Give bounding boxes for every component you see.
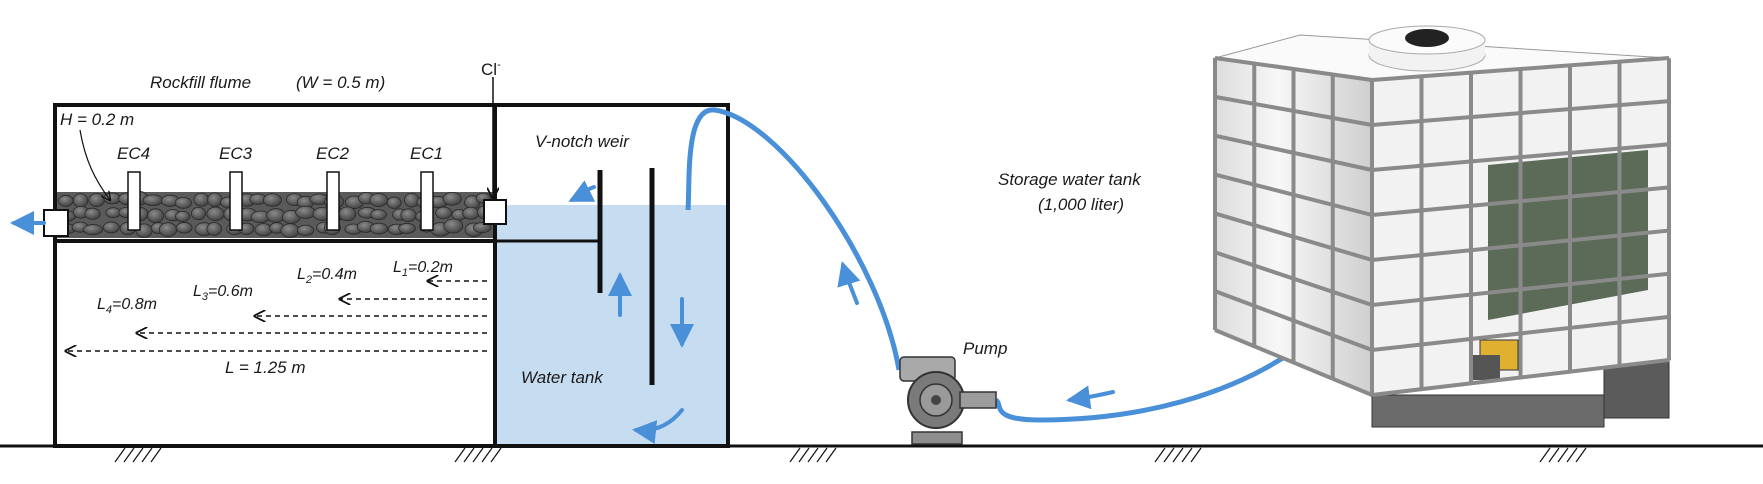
- rock: [435, 206, 453, 220]
- rock: [206, 206, 225, 222]
- ec-sensor-label: EC3: [219, 144, 253, 163]
- riser-up-arrow: [837, 261, 861, 305]
- water-tank-label: Water tank: [521, 368, 604, 387]
- tank-bottom-arrow: [632, 408, 684, 445]
- ec-sensor-label: EC2: [316, 144, 350, 163]
- delivery-pipe: [685, 107, 902, 371]
- rock: [174, 197, 193, 209]
- height-label: H = 0.2 m: [60, 110, 134, 129]
- weir-overflow-arrow: [568, 180, 596, 202]
- rock: [386, 196, 402, 209]
- flume-title: Rockfill flume: [150, 73, 251, 92]
- flume-width: (W = 0.5 m): [296, 73, 385, 92]
- ec-sensors: EC4 EC3 EC2 EC1: [117, 144, 443, 231]
- height-leader: [79, 129, 110, 200]
- distance-arrows: [66, 281, 487, 351]
- ground: [0, 444, 1763, 463]
- rock: [370, 209, 387, 221]
- rock: [158, 222, 178, 237]
- rockfill-flume: EC4 EC3 EC2 EC1: [53, 103, 497, 448]
- ec-sensor-label: EC1: [410, 144, 443, 163]
- ec-sensor-label: EC4: [117, 144, 150, 163]
- ec-sensor-4: [127, 171, 141, 231]
- rock: [142, 194, 164, 206]
- distance-label: L1=0.2m: [393, 259, 453, 279]
- ec-sensor-3: [229, 171, 243, 231]
- weir-label: V-notch weir: [535, 132, 630, 151]
- distance-label: L2=0.4m: [297, 266, 357, 286]
- rock: [175, 222, 193, 234]
- chloride-label: Cl-: [481, 59, 501, 79]
- rock: [296, 224, 315, 236]
- pump-label: Pump: [963, 339, 1007, 358]
- flow-arrows: [10, 180, 1115, 445]
- rock: [102, 221, 120, 234]
- distance-label: L4=0.8m: [97, 296, 157, 316]
- rock: [174, 210, 191, 222]
- storage-tank: [1213, 25, 1671, 428]
- storage-capacity-label: (1,000 liter): [1038, 195, 1124, 214]
- distance-label: L3=0.6m: [193, 283, 253, 303]
- rock: [398, 223, 416, 234]
- rock: [295, 205, 316, 219]
- rock: [193, 192, 210, 207]
- rock: [262, 193, 282, 207]
- rock: [88, 193, 105, 208]
- rock: [280, 223, 300, 238]
- rock: [58, 194, 74, 207]
- rock: [369, 222, 389, 235]
- supply-pipe: [994, 347, 1297, 423]
- storage-label: Storage water tank: [998, 170, 1142, 189]
- rock: [83, 224, 103, 236]
- rock: [207, 192, 223, 208]
- rock: [443, 218, 464, 234]
- outlet-port: [43, 209, 69, 237]
- rock: [147, 208, 165, 223]
- inlet-port: [483, 199, 507, 225]
- rock: [462, 206, 480, 220]
- rock: [206, 222, 223, 236]
- pump: [899, 356, 997, 445]
- water-tank-box: [493, 103, 730, 448]
- ec-sensor-1: [420, 171, 434, 231]
- rock: [404, 192, 420, 208]
- rock: [338, 206, 357, 222]
- supply-arrow: [1066, 385, 1115, 410]
- ec-sensor-2: [326, 171, 340, 231]
- rock: [84, 207, 101, 220]
- rock: [442, 191, 462, 206]
- total-length-label: L = 1.25 m: [225, 358, 306, 377]
- rock: [191, 206, 206, 221]
- rock: [72, 193, 89, 208]
- rock: [400, 208, 417, 223]
- rock: [369, 193, 389, 207]
